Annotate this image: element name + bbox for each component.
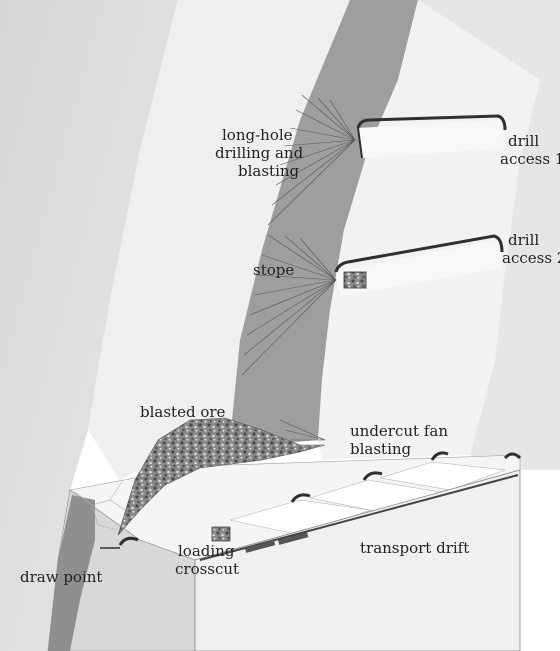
drill-rig bbox=[344, 272, 366, 288]
label-stope: stope bbox=[253, 261, 294, 279]
label-long-hole-1: long-hole bbox=[222, 126, 293, 144]
loader bbox=[212, 527, 230, 541]
label-draw-point: draw point bbox=[20, 568, 102, 586]
label-undercut-1: undercut fan bbox=[350, 422, 448, 440]
label-long-hole-2: drilling and bbox=[215, 144, 304, 162]
label-long-hole-3: blasting bbox=[238, 162, 300, 180]
label-transport-drift: transport drift bbox=[360, 539, 469, 557]
label-undercut-2: blasting bbox=[350, 440, 412, 458]
label-drill-access-1b: access 1 bbox=[500, 150, 560, 168]
label-blasted-ore: blasted ore bbox=[140, 403, 226, 421]
label-drill-access-2b: access 2 bbox=[502, 249, 560, 267]
label-crosscut: crosscut bbox=[175, 560, 239, 578]
label-drill-access-2a: drill bbox=[508, 231, 539, 249]
label-loading: loading bbox=[178, 542, 235, 560]
label-drill-access-1a: drill bbox=[508, 132, 539, 150]
